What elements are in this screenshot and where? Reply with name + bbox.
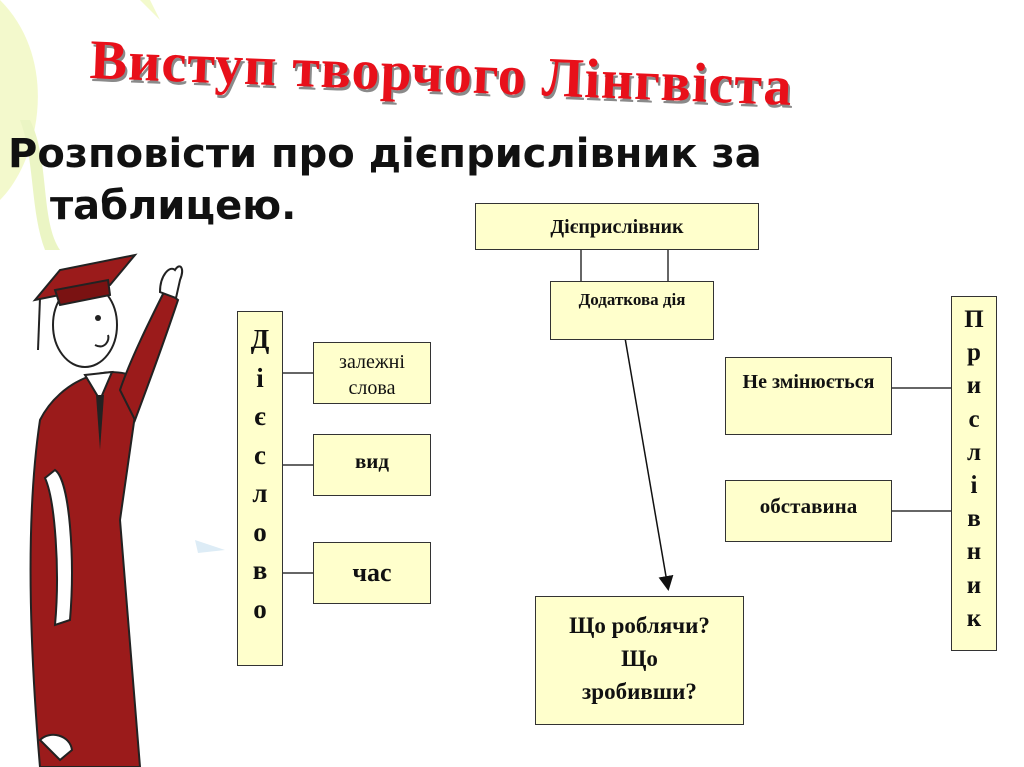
question-line-1: Що роблячи? xyxy=(569,613,710,638)
verb-letter: в xyxy=(252,555,268,585)
verb-letter: л xyxy=(252,478,268,508)
tense-label: час xyxy=(352,558,392,587)
verb-letter: с xyxy=(254,439,266,470)
verb-feature-dependent-words: залежні слова xyxy=(313,342,431,404)
questions-box: Що роблячи? Що зробивши? xyxy=(535,596,744,725)
adverb-letter: с xyxy=(968,405,980,433)
root-label: Дієприслівник xyxy=(550,216,684,238)
adverb-letter: П xyxy=(964,306,984,333)
adverb-feature-unchanging: Не змінюється xyxy=(725,357,892,435)
adverb-letter: н xyxy=(966,538,982,566)
arrow-to-questions xyxy=(623,331,674,591)
adverb-feature-circumstance: обставина xyxy=(725,480,892,542)
adverb-column: П р и с л і в н и к xyxy=(951,296,997,651)
verb-column: Д і є с л о в о xyxy=(237,311,283,666)
aspect-label: вид xyxy=(354,449,390,473)
adverb-letter: р xyxy=(967,339,981,367)
root-box: Дієприслівник xyxy=(475,203,759,250)
adverb-letter: і xyxy=(970,472,978,500)
adverb-letter: л xyxy=(966,438,982,466)
verb-letter: о xyxy=(253,516,267,547)
adverb-letter: и xyxy=(966,372,982,400)
unchanging-label: Не змінюється xyxy=(742,371,875,393)
adverb-letter: в xyxy=(967,505,981,533)
adverb-letter: и xyxy=(966,571,982,599)
slide-subtitle: Розповісти про дієприслівник за таблицею… xyxy=(8,128,908,232)
adverb-letter: к xyxy=(966,604,982,632)
additional-action-label: Додаткова дія xyxy=(578,290,686,309)
verb-feature-tense: час xyxy=(313,542,431,604)
verb-letter: є xyxy=(254,401,266,431)
circumstance-label: обставина xyxy=(759,494,858,518)
subtitle-line-1: Розповісти про дієприслівник за xyxy=(8,131,762,177)
additional-action-box: Додаткова дія xyxy=(550,281,714,340)
verb-feature-aspect: вид xyxy=(313,434,431,496)
question-line-3: зробивши? xyxy=(582,679,697,704)
verb-letter: о xyxy=(253,593,267,624)
verb-letter: Д xyxy=(250,324,270,354)
dependent-words-label: залежні слова xyxy=(339,351,405,399)
verb-letter: і xyxy=(256,362,264,393)
subtitle-line-2: таблицею. xyxy=(50,183,297,229)
question-line-2: Що xyxy=(621,646,658,671)
